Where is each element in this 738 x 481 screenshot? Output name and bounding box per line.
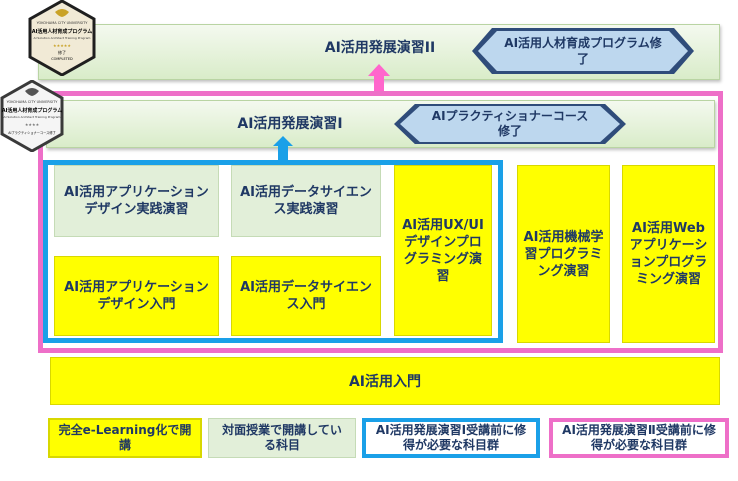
practice-1-title: AI活用発展演習I [237, 116, 343, 132]
card-app-design-practice: AI活用アプリケーションデザイン実践演習 [54, 165, 219, 237]
svg-text:★★★★: ★★★★ [25, 122, 40, 127]
pink-up-arrow [368, 64, 390, 94]
card-app-design-intro: AI活用アプリケーションデザイン入門 [54, 256, 219, 336]
legend-elearning: 完全e-Learning化で開講 [48, 418, 202, 458]
logo-top-done: 修了 [58, 49, 66, 55]
practice-2-badge-label: AI活用人材育成プログラム修了 [478, 31, 688, 71]
practice-2-title: AI活用発展演習II [324, 40, 436, 56]
prereq-2-frame [38, 91, 723, 353]
practice-1-badge-label: AIプラクティショナーコース修了 [400, 106, 620, 142]
card-data-science-intro: AI活用データサイエンス入門 [231, 256, 381, 336]
intro-bar: AI活用入門 [50, 357, 720, 405]
logo-bottom-univ: YOKOHAMA CITY UNIVERSITY [7, 100, 59, 104]
legend-prereq-1: AI活用発展演習Ⅰ受講前に修得が必要な科目群 [362, 418, 540, 458]
card-data-science-practice: AI活用データサイエンス実践演習 [231, 165, 381, 237]
logo-bottom-en: AI Solution Architect Training Program [4, 115, 61, 119]
logo-top-en: AI Solution Architect Training Program [34, 36, 91, 40]
legend-prereq-2: AI活用発展演習Ⅱ受講前に修得が必要な科目群 [549, 418, 729, 458]
prereq-1-frame [43, 160, 503, 343]
svg-text:★★★★★: ★★★★★ [53, 43, 71, 48]
completion-logo-bottom: YOKOHAMA CITY UNIVERSITY AI活用人材育成プログラム A… [0, 80, 64, 152]
card-web: AI活用Webアプリケーションプログラミング演習 [622, 165, 715, 343]
blue-up-arrow [273, 136, 293, 162]
card-ml: AI活用機械学習プログラミング演習 [517, 165, 610, 343]
logo-bottom-program: AI活用人材育成プログラム [2, 107, 63, 114]
logo-top-program: AI活用人材育成プログラム [32, 28, 93, 35]
card-ux-ui: AI活用UX/UIデザインプログラミング演習 [394, 165, 492, 336]
logo-top-completed: COMPLETED [51, 57, 73, 61]
completion-logo-top: YOKOHAMA CITY UNIVERSITY AI活用人材育成プログラム A… [28, 0, 96, 76]
logo-top-univ: YOKOHAMA CITY UNIVERSITY [37, 21, 89, 25]
legend-face-to-face: 対面授業で開講している科目 [208, 418, 356, 458]
logo-bottom-course: AIプラクティショナーコース修了 [8, 130, 55, 135]
